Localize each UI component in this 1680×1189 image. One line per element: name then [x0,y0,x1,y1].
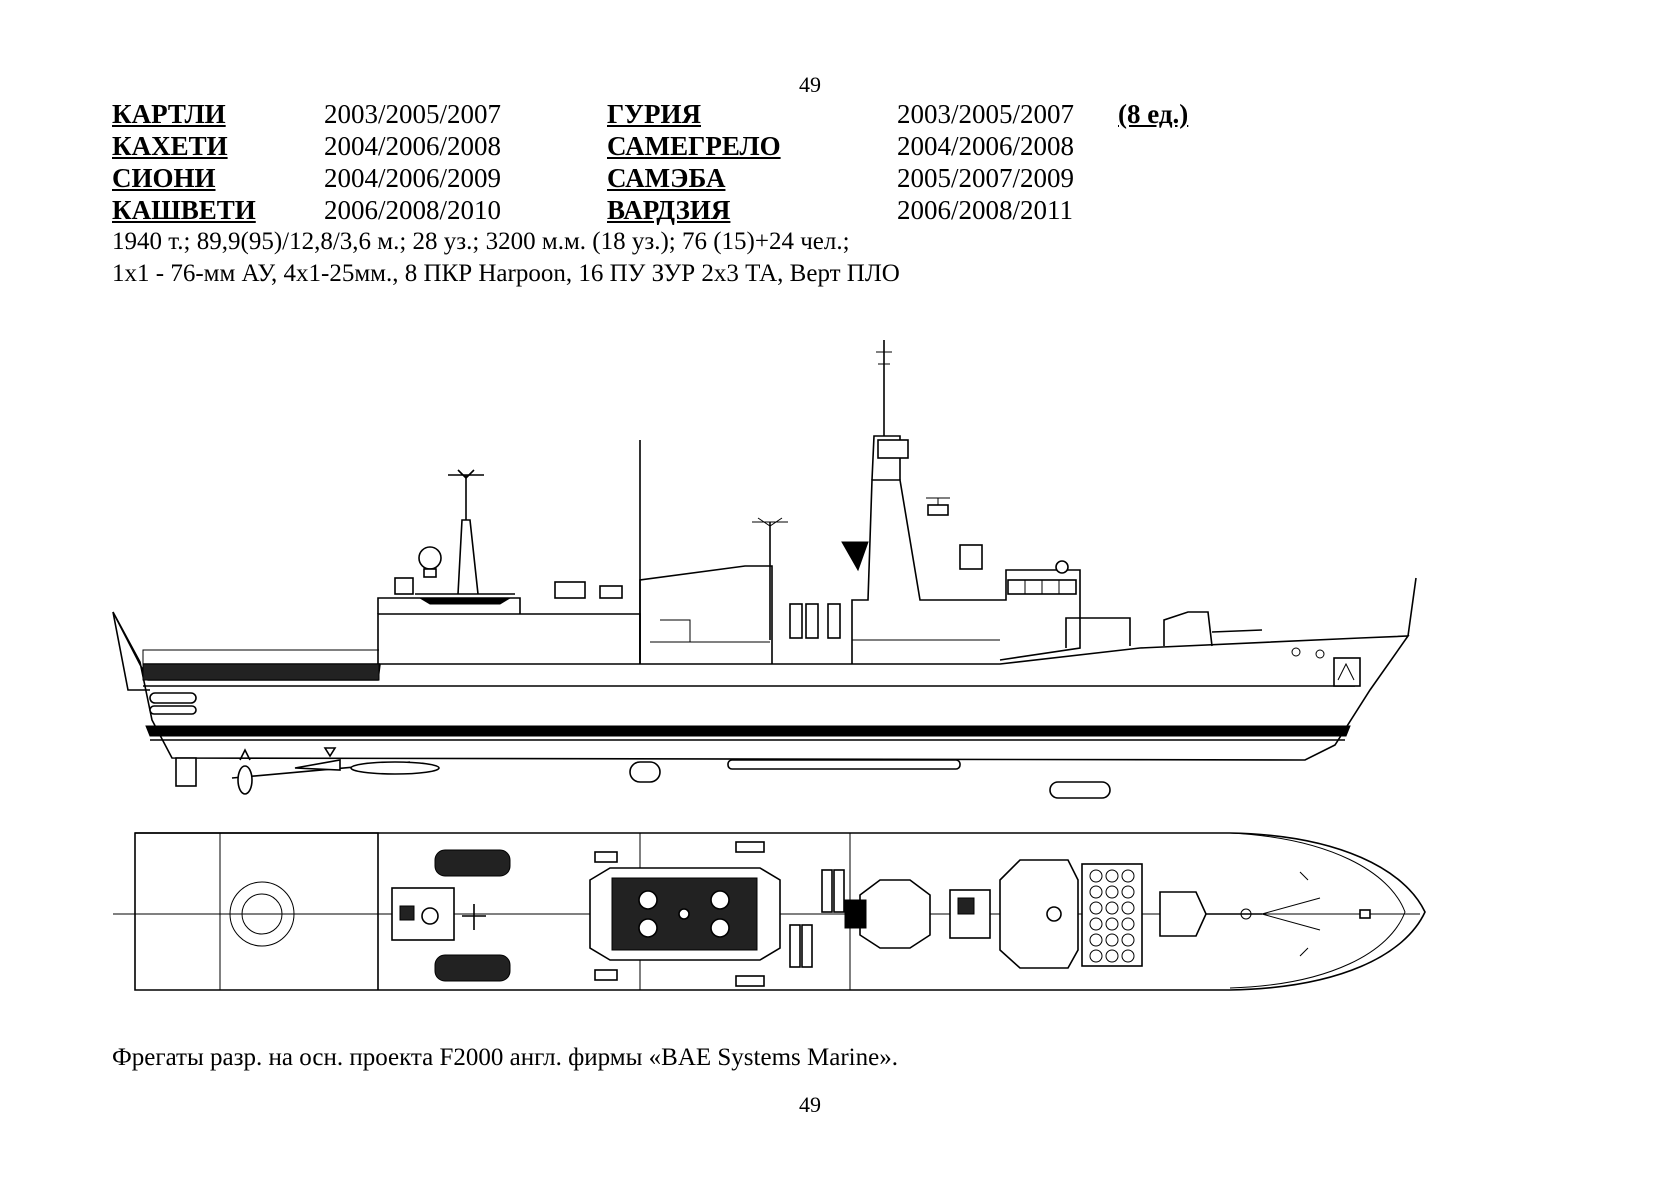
ship-years: 2004/2006/2009 [324,163,502,193]
specs-line-1: 1940 т.; 89,9(95)/12,8/3,6 м.; 28 уз.; 3… [112,228,850,255]
ship-years: 2003/2005/2007 [324,99,502,129]
ship-name: ВАРДЗИЯ [607,195,731,225]
ship-name: КАШВЕТИ [112,195,256,225]
ship-row: КАРТЛИ 2003/2005/2007 ГУРИЯ 2003/2005/20… [112,98,1188,130]
frigate-side-profile [112,340,1417,799]
ship-years: 2006/2008/2011 [897,195,1074,225]
ship-name: КАРТЛИ [112,99,226,129]
ship-years: 2004/2006/2008 [324,131,502,161]
caption: Фрегаты разр. на осн. проекта F2000 англ… [112,1044,898,1071]
ship-name: СИОНИ [112,163,216,193]
specs-line-2: 1х1 - 76-мм АУ, 4х1-25мм., 8 ПКР Harpoon… [112,260,900,287]
page-number-top: 49 [799,72,821,97]
ship-row: КАШВЕТИ 2006/2008/2010 ВАРДЗИЯ 2006/2008… [112,194,1188,226]
frigate-top-plan [113,832,1426,991]
canister-grid [1089,869,1135,963]
ship-name: КАХЕТИ [112,131,228,161]
ship-row: КАХЕТИ 2004/2006/2008 САМЕГРЕЛО 2004/200… [112,130,1188,162]
ship-list: КАРТЛИ 2003/2005/2007 ГУРИЯ 2003/2005/20… [112,98,1188,226]
ship-years: 2003/2005/2007 [897,99,1075,129]
ship-name: ГУРИЯ [607,99,701,129]
ship-row: СИОНИ 2004/2006/2009 САМЭБА 2005/2007/20… [112,162,1188,194]
page-number-bottom: 49 [799,1092,821,1117]
ship-name: САМЕГРЕЛО [607,131,781,161]
ship-years: 2006/2008/2010 [324,195,502,225]
ship-name: САМЭБА [607,163,726,193]
unit-count: (8 ед.) [1118,99,1189,129]
ship-years: 2005/2007/2009 [897,163,1075,193]
ship-years: 2004/2006/2008 [897,131,1075,161]
